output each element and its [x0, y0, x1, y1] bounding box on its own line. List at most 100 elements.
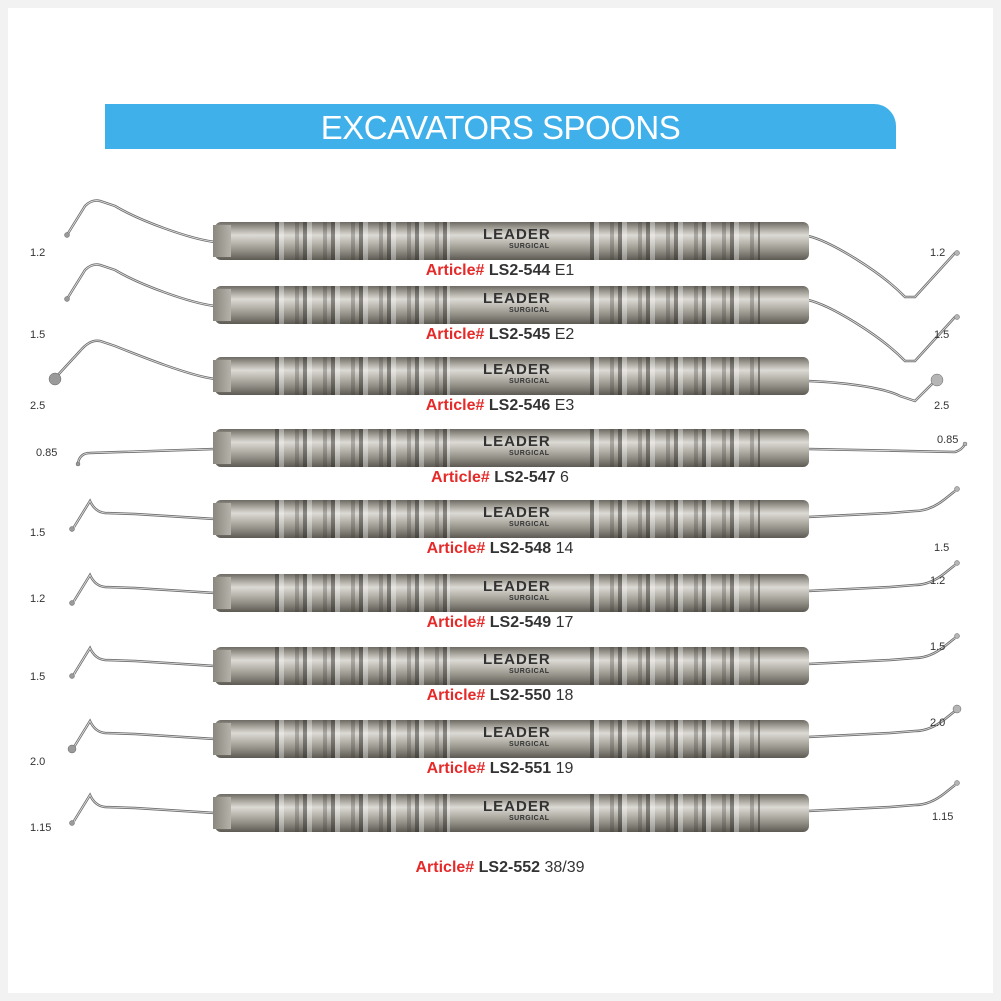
left-tip-size: 1.15	[30, 822, 52, 834]
instrument-tips	[67, 704, 962, 754]
article-label: Article#	[426, 760, 486, 777]
grip-ridges	[275, 647, 450, 685]
article-code: LS2-546	[488, 397, 551, 414]
right-spoon-tip	[962, 441, 968, 447]
grip-ridges	[590, 357, 760, 395]
left-shank-highlight	[66, 200, 216, 243]
model-number: E2	[554, 326, 575, 343]
grip-ridges	[275, 222, 450, 260]
right-tip-size: 1.2	[930, 247, 946, 259]
left-spoon-tip	[69, 820, 75, 826]
left-spoon-tip	[69, 526, 75, 532]
article-label: Article#	[426, 540, 486, 557]
grip-ridges	[590, 794, 760, 832]
left-spoon-tip	[64, 232, 70, 238]
article-caption: Article# LS2-547 6	[431, 469, 569, 487]
right-shank-highlight	[807, 784, 956, 812]
article-caption: Article# LS2-549 17	[427, 614, 574, 632]
grip-ridges	[275, 574, 450, 612]
grip-ridges	[275, 794, 450, 832]
left-shank-highlight	[73, 500, 216, 528]
left-shank-highlight	[73, 794, 216, 822]
handle-taper	[213, 432, 231, 464]
grip-ridges	[275, 429, 450, 467]
handle-taper	[213, 225, 231, 257]
brand-name: LEADER	[483, 226, 551, 243]
brand-sub: SURGICAL	[509, 307, 550, 314]
article-label: Article#	[415, 859, 475, 876]
article-label: Article#	[425, 397, 485, 414]
instrument-tips	[64, 199, 960, 299]
brand-name: LEADER	[483, 433, 551, 450]
left-shank-highlight	[73, 647, 216, 675]
model-number: E1	[554, 262, 575, 279]
handle-taper	[213, 650, 231, 682]
article-code: LS2-544	[488, 262, 551, 279]
article-caption: Article# LS2-548 14	[427, 540, 574, 558]
left-shank-highlight	[66, 264, 216, 307]
left-shank	[72, 645, 216, 675]
right-tip-size: 2.5	[934, 400, 950, 412]
right-shank-highlight	[807, 564, 956, 592]
article-label: Article#	[431, 469, 490, 486]
right-tip-size: 1.15	[932, 811, 954, 823]
grip-ridges	[275, 500, 450, 538]
article-code: LS2-549	[489, 614, 552, 631]
brand-sub: SURGICAL	[509, 378, 550, 385]
left-spoon-tip	[64, 296, 70, 302]
article-code: LS2-551	[489, 760, 552, 777]
grip-ridges	[275, 286, 450, 324]
model-number: 6	[560, 469, 569, 486]
brand-name: LEADER	[483, 651, 551, 668]
model-number: 17	[555, 614, 574, 631]
right-shank-highlight	[807, 380, 936, 402]
right-spoon-tip	[954, 560, 960, 566]
right-shank-highlight	[807, 299, 956, 362]
article-caption: Article# LS2-552 38/39	[415, 859, 584, 877]
article-caption: Article# LS2-546 E3	[426, 397, 575, 415]
right-spoon-tip	[954, 486, 960, 492]
grip-ridges	[275, 720, 450, 758]
left-tip-size: 1.2	[30, 593, 46, 605]
right-spoon-tip	[954, 314, 960, 320]
right-tip-size: 0.85	[937, 434, 959, 446]
brand-name: LEADER	[483, 798, 551, 815]
instrument-tips	[69, 486, 960, 532]
right-shank-highlight	[807, 490, 956, 518]
left-tip-size: 0.85	[36, 447, 58, 459]
right-spoon-tip	[954, 633, 960, 639]
model-number: 38/39	[544, 859, 585, 876]
right-tip-size: 1.2	[930, 575, 946, 587]
left-shank-highlight	[77, 448, 216, 464]
article-code: LS2-548	[489, 540, 552, 557]
instrument-tips	[48, 339, 944, 403]
article-caption: Article# LS2-551 19	[427, 760, 574, 778]
brand-name: LEADER	[483, 724, 551, 741]
right-tip-size: 1.5	[934, 329, 950, 341]
brand-sub: SURGICAL	[509, 815, 550, 822]
left-shank	[72, 498, 216, 528]
handle-taper	[213, 360, 231, 392]
grip-ridges	[590, 429, 760, 467]
brand-sub: SURGICAL	[509, 243, 550, 250]
instrument-tips	[75, 441, 968, 467]
left-tip-size: 2.0	[30, 756, 46, 768]
right-tip-size: 2.0	[930, 717, 946, 729]
